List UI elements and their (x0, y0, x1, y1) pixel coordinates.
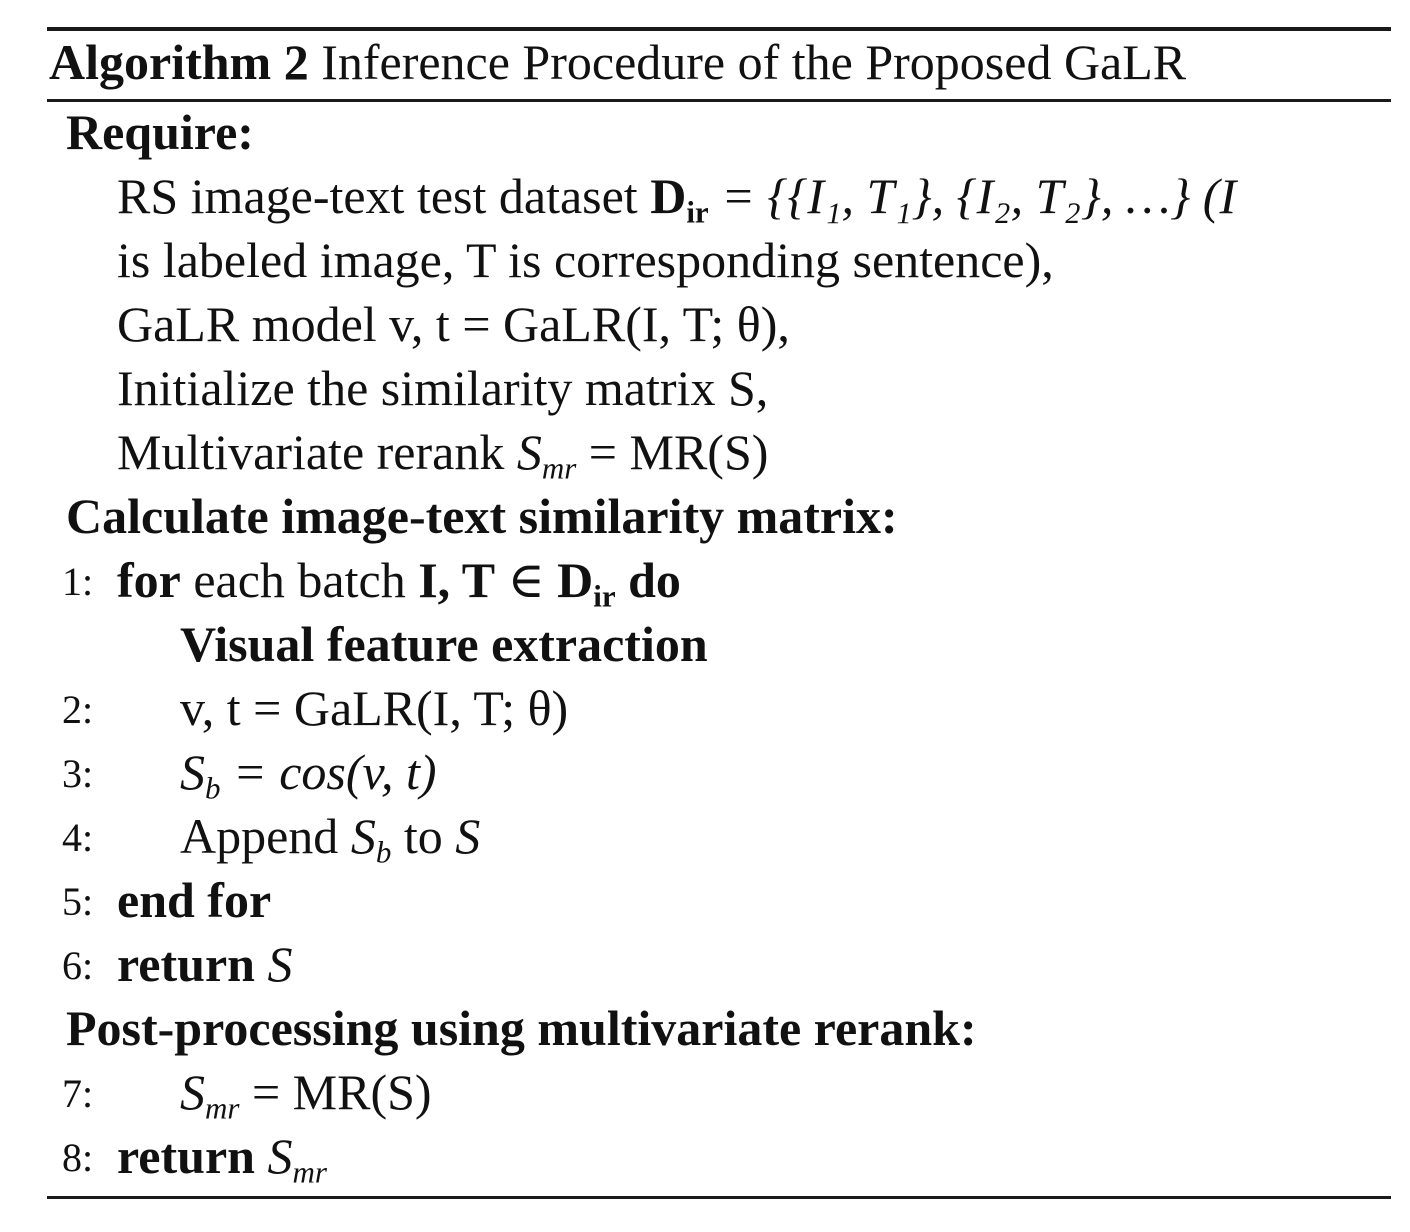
step-1: for each batch I, T ∈ Dir do (117, 548, 681, 612)
dataset-definition: = {{I₁, T₁}, {I₂, T₂}, …} (I (708, 168, 1237, 224)
rerank-expression: = MR(S) (239, 1064, 432, 1120)
rerank-subscript-2: mr (205, 1090, 240, 1126)
step-number-7: 7: (62, 1071, 94, 1116)
require-line-4: Initialize the similarity matrix S, (117, 360, 769, 416)
batch-vars: I, T (418, 552, 496, 608)
section-heading-postprocessing: Post-processing using multivariate reran… (66, 1000, 977, 1056)
require-line-1: RS image-text test dataset Dir = {{I₁, T… (117, 164, 1236, 228)
algorithm-caption: Algorithm 2 Inference Procedure of the P… (49, 30, 1186, 94)
final-return-subscript: mr (292, 1154, 327, 1190)
matrix-symbol: S (455, 808, 481, 864)
return-value: S (254, 936, 293, 992)
step-6: return S (117, 932, 292, 996)
final-return-symbol: S (254, 1128, 293, 1184)
step-number-8: 8: (62, 1135, 94, 1180)
keyword-return-2: return (117, 1128, 255, 1184)
similarity-symbol: S (180, 744, 205, 800)
dataset-subscript: ir (686, 194, 709, 230)
rerank-symbol-2: S (180, 1064, 205, 1120)
step-number-6: 6: (62, 943, 94, 988)
require-line-1-text: RS image-text test dataset (117, 168, 651, 224)
bottom-rule (47, 1196, 1391, 1199)
cosine-expression: = cos(v, t) (220, 744, 437, 800)
step-8: return Smr (117, 1124, 327, 1188)
step-number-2: 2: (62, 687, 94, 732)
step-number-1: 1: (62, 559, 94, 604)
rerank-definition: = MR(S) (576, 424, 769, 480)
keyword-do: do (615, 552, 681, 608)
step-4-to: to (391, 808, 456, 864)
step-3: Sb = cos(v, t) (180, 740, 437, 804)
require-line-5-text: Multivariate rerank (117, 424, 517, 480)
dataset-subscript-2: ir (593, 578, 616, 614)
step-5: end for (117, 872, 272, 928)
dataset-symbol-2: D (557, 552, 594, 608)
keyword-for: for (117, 552, 181, 608)
step-4-text: Append (180, 808, 351, 864)
batch-subscript-2: b (375, 834, 392, 870)
caption-rule (47, 99, 1391, 102)
section-heading-similarity: Calculate image-text similarity matrix: (66, 488, 898, 544)
step-number-4: 4: (62, 815, 94, 860)
require-line-3: GaLR model v, t = GaLR(I, T; θ), (117, 296, 790, 352)
step-7: Smr = MR(S) (180, 1060, 432, 1124)
step-number-5: 5: (62, 879, 94, 924)
require-line-5: Multivariate rerank Smr = MR(S) (117, 420, 768, 484)
keyword-return: return (117, 936, 255, 992)
algorithm-title: Inference Procedure of the Proposed GaLR (321, 34, 1187, 90)
rerank-symbol: S (516, 424, 542, 480)
step-1-text: each batch (180, 552, 419, 608)
rerank-subscript: mr (541, 450, 577, 486)
step-4: Append Sb to S (180, 804, 480, 868)
algorithm-label: Algorithm 2 (49, 34, 309, 90)
step-number-3: 3: (62, 751, 94, 796)
element-of: ∈ (495, 552, 558, 608)
require-heading: Require: (66, 104, 254, 160)
step-2: v, t = GaLR(I, T; θ) (180, 680, 569, 736)
dataset-symbol: D (650, 168, 687, 224)
batch-subscript: b (205, 770, 221, 806)
require-line-2: is labeled image, T is corresponding sen… (117, 232, 1054, 288)
similarity-symbol-2: S (350, 808, 376, 864)
step-1-comment: Visual feature extraction (180, 616, 708, 672)
top-rule (47, 27, 1391, 31)
